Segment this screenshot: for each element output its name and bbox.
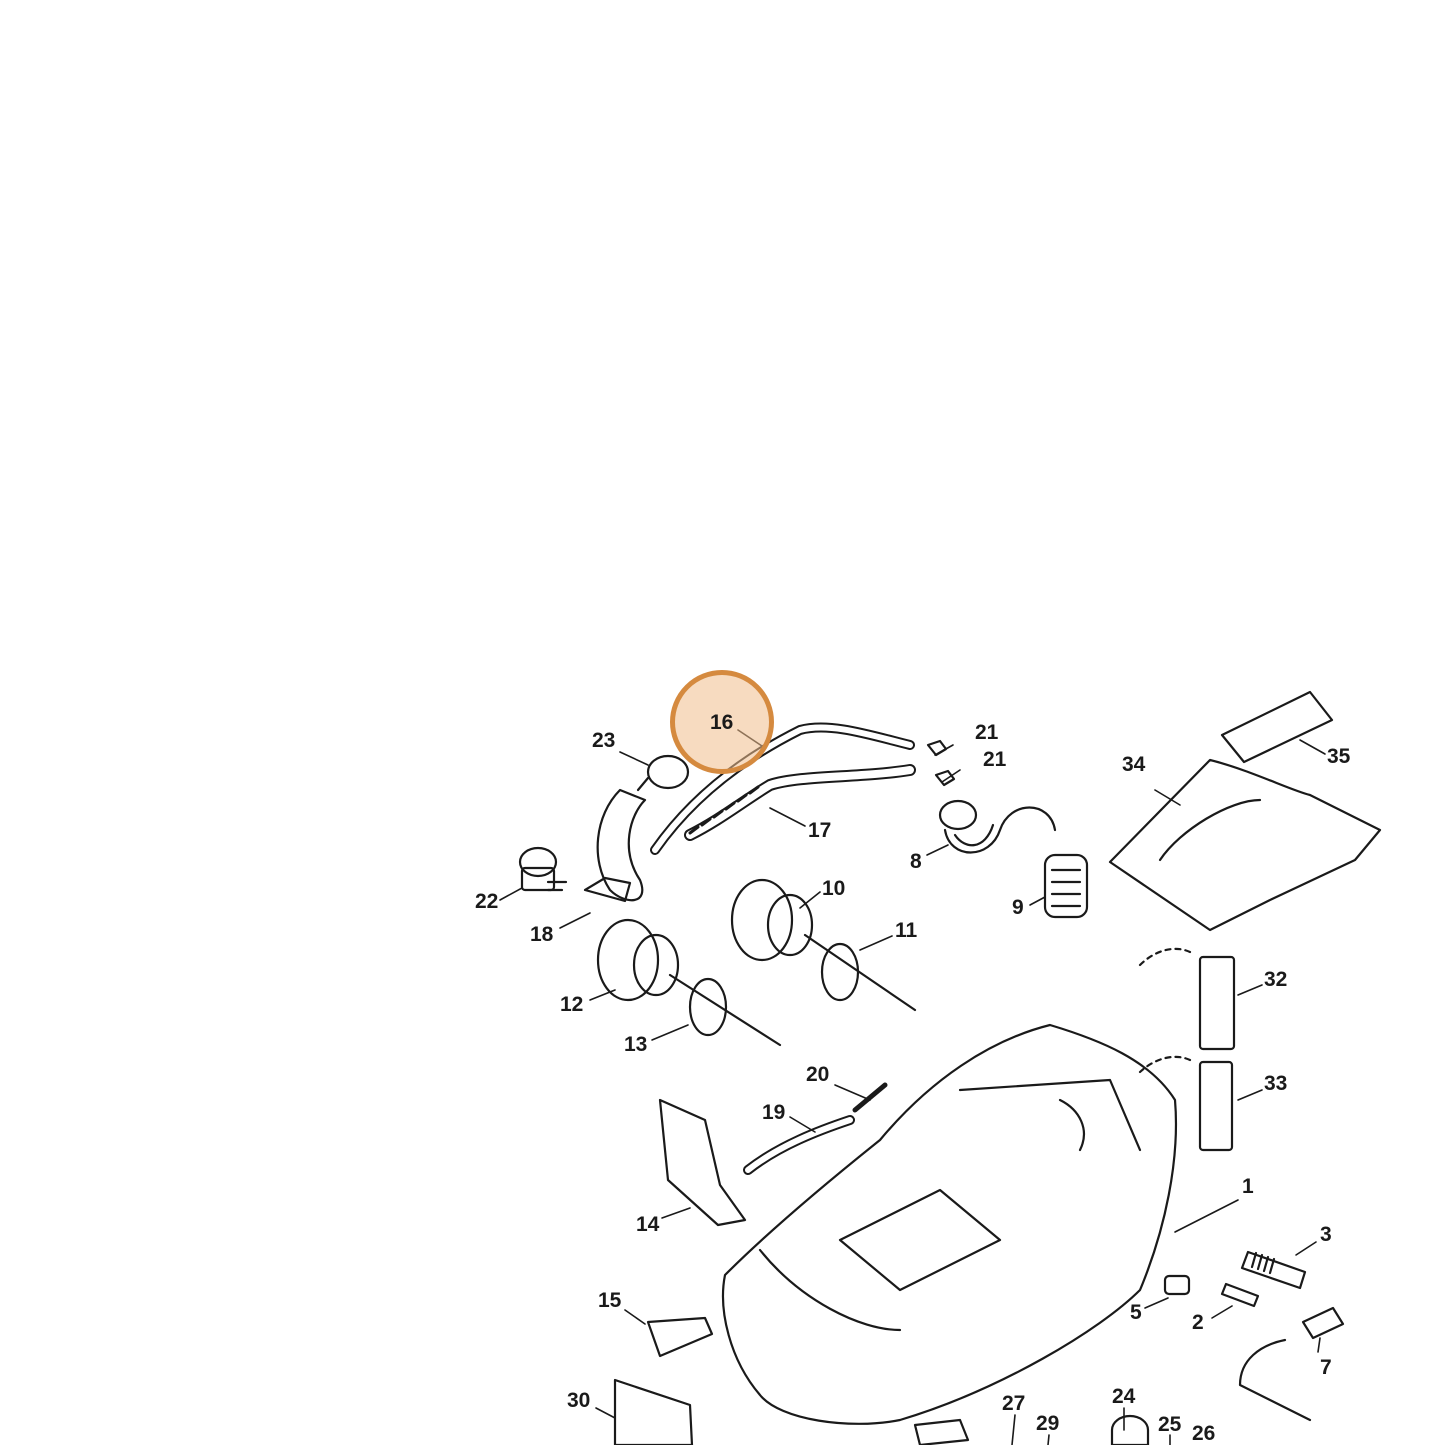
- callout-29[interactable]: 29: [1036, 1412, 1060, 1435]
- oil-pump-10: [730, 878, 917, 1012]
- fitting-21-lower: [934, 769, 956, 787]
- leader-lines: [499, 729, 1326, 1445]
- callout-7[interactable]: 7: [1320, 1356, 1332, 1379]
- callout-30[interactable]: 30: [567, 1389, 591, 1412]
- callout-14[interactable]: 14: [636, 1213, 660, 1236]
- fitting-21-upper: [926, 739, 948, 757]
- callout-27[interactable]: 27: [1002, 1392, 1026, 1415]
- hose-16: [650, 722, 915, 855]
- fitting-7: [1238, 1306, 1345, 1422]
- plug-5: [1163, 1274, 1191, 1296]
- spring-20: [852, 1082, 888, 1113]
- crankcase-housing-1: [721, 1023, 1178, 1425]
- bracket-18: [583, 788, 647, 903]
- callout-34[interactable]: 34: [1122, 753, 1146, 776]
- plate-30: [613, 1378, 694, 1445]
- label-35: [1220, 690, 1334, 764]
- guide-14: [658, 1098, 747, 1227]
- part-27: [913, 1418, 970, 1445]
- oil-pump-12: [596, 918, 782, 1047]
- hose-17: [684, 764, 916, 841]
- callout-15[interactable]: 15: [598, 1289, 622, 1312]
- screw-3: [1240, 1250, 1307, 1290]
- screw-2: [1220, 1282, 1260, 1308]
- callout-2[interactable]: 2: [1192, 1311, 1204, 1334]
- callout-19[interactable]: 19: [762, 1101, 786, 1124]
- callout-11[interactable]: 11: [895, 919, 918, 942]
- clip-15: [646, 1316, 714, 1358]
- callout-21-lower[interactable]: 21: [983, 748, 1007, 771]
- callout-1[interactable]: 1: [1242, 1175, 1254, 1198]
- oring-11: [820, 942, 860, 1002]
- oring-13: [688, 977, 728, 1037]
- label-33: [1198, 1060, 1234, 1152]
- callout-8[interactable]: 8: [910, 850, 922, 873]
- callout-3[interactable]: 3: [1320, 1223, 1332, 1246]
- part-24: [1110, 1414, 1150, 1445]
- callout-5[interactable]: 5: [1130, 1301, 1142, 1324]
- callout-24[interactable]: 24: [1112, 1385, 1136, 1408]
- callout-35[interactable]: 35: [1327, 745, 1351, 768]
- callout-20[interactable]: 20: [806, 1063, 830, 1086]
- callout-13[interactable]: 13: [624, 1033, 648, 1056]
- callout-12[interactable]: 12: [560, 993, 584, 1016]
- highlight-ring: [670, 670, 774, 774]
- callout-22[interactable]: 22: [475, 890, 499, 913]
- callout-9[interactable]: 9: [1012, 896, 1024, 919]
- callout-10[interactable]: 10: [822, 877, 846, 900]
- fuel-filter-9: [1043, 853, 1089, 919]
- callout-17[interactable]: 17: [808, 819, 832, 842]
- hose-19: [743, 1115, 855, 1175]
- callout-33[interactable]: 33: [1264, 1072, 1288, 1095]
- callout-23[interactable]: 23: [592, 729, 616, 752]
- callout-25[interactable]: 25: [1158, 1413, 1182, 1436]
- label-32: [1198, 955, 1236, 1051]
- filter-23: [636, 754, 690, 792]
- callout-16[interactable]: 16: [710, 711, 734, 734]
- pump-22: [518, 846, 568, 892]
- cover-34: [1108, 758, 1382, 932]
- callout-18[interactable]: 18: [530, 923, 554, 946]
- callout-21-upper[interactable]: 21: [975, 721, 999, 744]
- pickup-body-8: [938, 799, 1057, 854]
- callout-26[interactable]: 26: [1192, 1422, 1216, 1445]
- callout-32[interactable]: 32: [1264, 968, 1288, 991]
